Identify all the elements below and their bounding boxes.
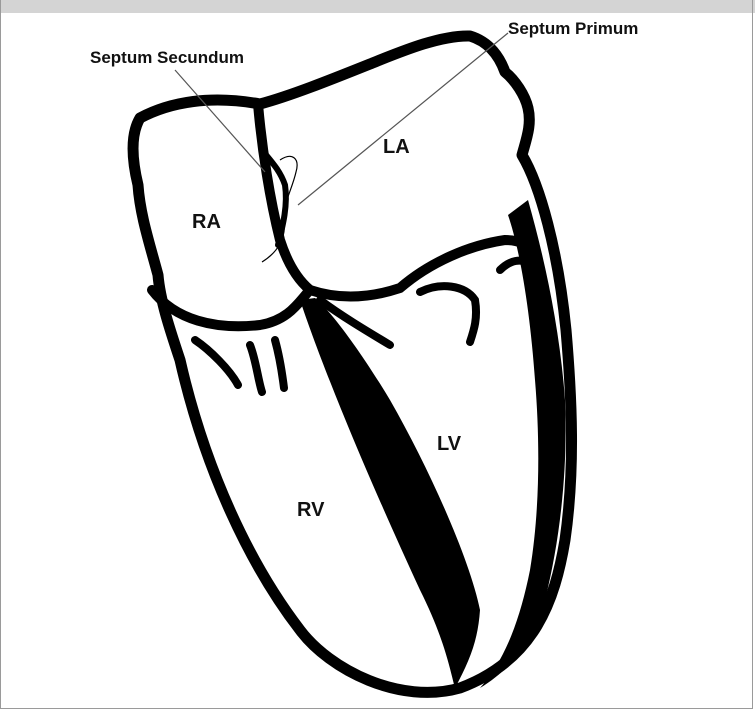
rv-label: RV bbox=[297, 499, 325, 521]
ra-label: RA bbox=[192, 211, 221, 233]
septum-primum-label: Septum Primum bbox=[508, 19, 638, 38]
heart-drawing bbox=[133, 36, 572, 692]
la-label: LA bbox=[383, 136, 410, 158]
lv-label: LV bbox=[437, 433, 462, 455]
septum-secundum-label: Septum Secundum bbox=[90, 48, 244, 67]
